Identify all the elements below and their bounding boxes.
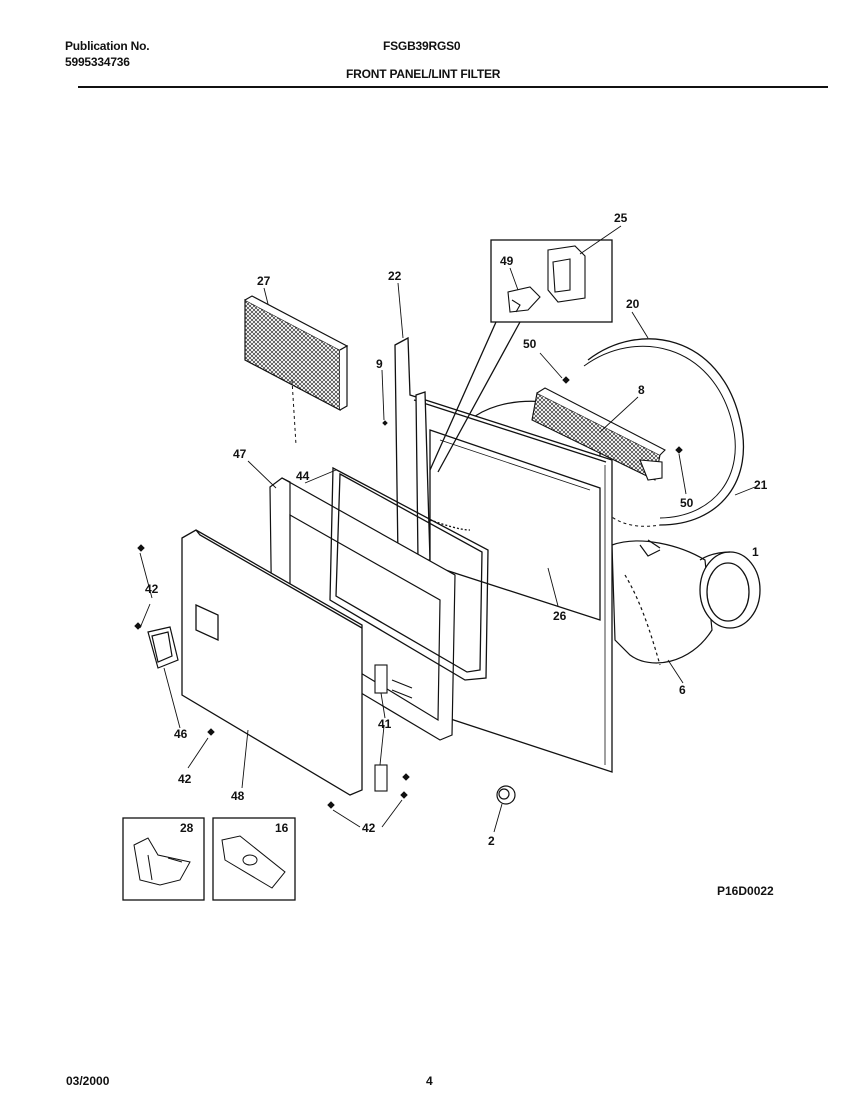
header-rule xyxy=(78,86,828,88)
callout-9: 9 xyxy=(376,357,383,371)
callout-42-bottom-left: 42 xyxy=(178,772,192,786)
callout-2: 2 xyxy=(488,834,495,848)
callout-26: 26 xyxy=(553,609,567,623)
callout-50-right: 50 xyxy=(680,496,694,510)
footer-page-number: 4 xyxy=(426,1074,433,1088)
callout-6: 6 xyxy=(679,683,686,697)
publication-number: 5995334736 xyxy=(65,55,130,69)
callout-25: 25 xyxy=(614,211,628,225)
door-switch-part xyxy=(507,245,586,313)
lint-filter xyxy=(244,295,349,446)
callout-41: 41 xyxy=(378,717,392,731)
blower-duct xyxy=(611,539,713,666)
detail-box-28: 28 xyxy=(122,817,205,901)
lint-filter-housing xyxy=(531,387,666,481)
hinges xyxy=(374,664,413,792)
callout-27: 27 xyxy=(257,274,271,288)
drawing-code: P16D0022 xyxy=(717,884,774,898)
callout-28: 28 xyxy=(180,821,194,835)
door-gasket xyxy=(329,466,489,681)
page-title: FRONT PANEL/LINT FILTER xyxy=(346,67,501,81)
callout-50-top: 50 xyxy=(523,337,537,351)
callout-48: 48 xyxy=(231,789,245,803)
screws xyxy=(134,376,683,809)
callout-8: 8 xyxy=(638,383,645,397)
start-button xyxy=(496,785,516,805)
callout-49: 49 xyxy=(500,254,514,268)
blower-housing-ring xyxy=(699,551,761,629)
drum-seal xyxy=(583,338,745,527)
callout-44: 44 xyxy=(296,469,310,483)
model-number: FSGB39RGS0 xyxy=(383,39,461,53)
callout-46: 46 xyxy=(174,727,188,741)
door-panel xyxy=(181,529,363,796)
callout-labels: 25 49 27 22 20 50 9 8 47 44 50 21 1 42 2… xyxy=(145,211,768,848)
publication-label: Publication No. xyxy=(65,39,150,53)
callout-20: 20 xyxy=(626,297,640,311)
callout-47: 47 xyxy=(233,447,247,461)
callout-1: 1 xyxy=(752,545,759,559)
callout-16: 16 xyxy=(275,821,289,835)
callout-22: 22 xyxy=(388,269,402,283)
leader-lines xyxy=(139,225,756,833)
door-handle xyxy=(147,626,179,669)
footer-date: 03/2000 xyxy=(66,1074,110,1088)
detail-box-16: 16 xyxy=(212,817,296,901)
callout-42-bottom: 42 xyxy=(362,821,376,835)
callout-21: 21 xyxy=(754,478,768,492)
callout-42-left: 42 xyxy=(145,582,159,596)
